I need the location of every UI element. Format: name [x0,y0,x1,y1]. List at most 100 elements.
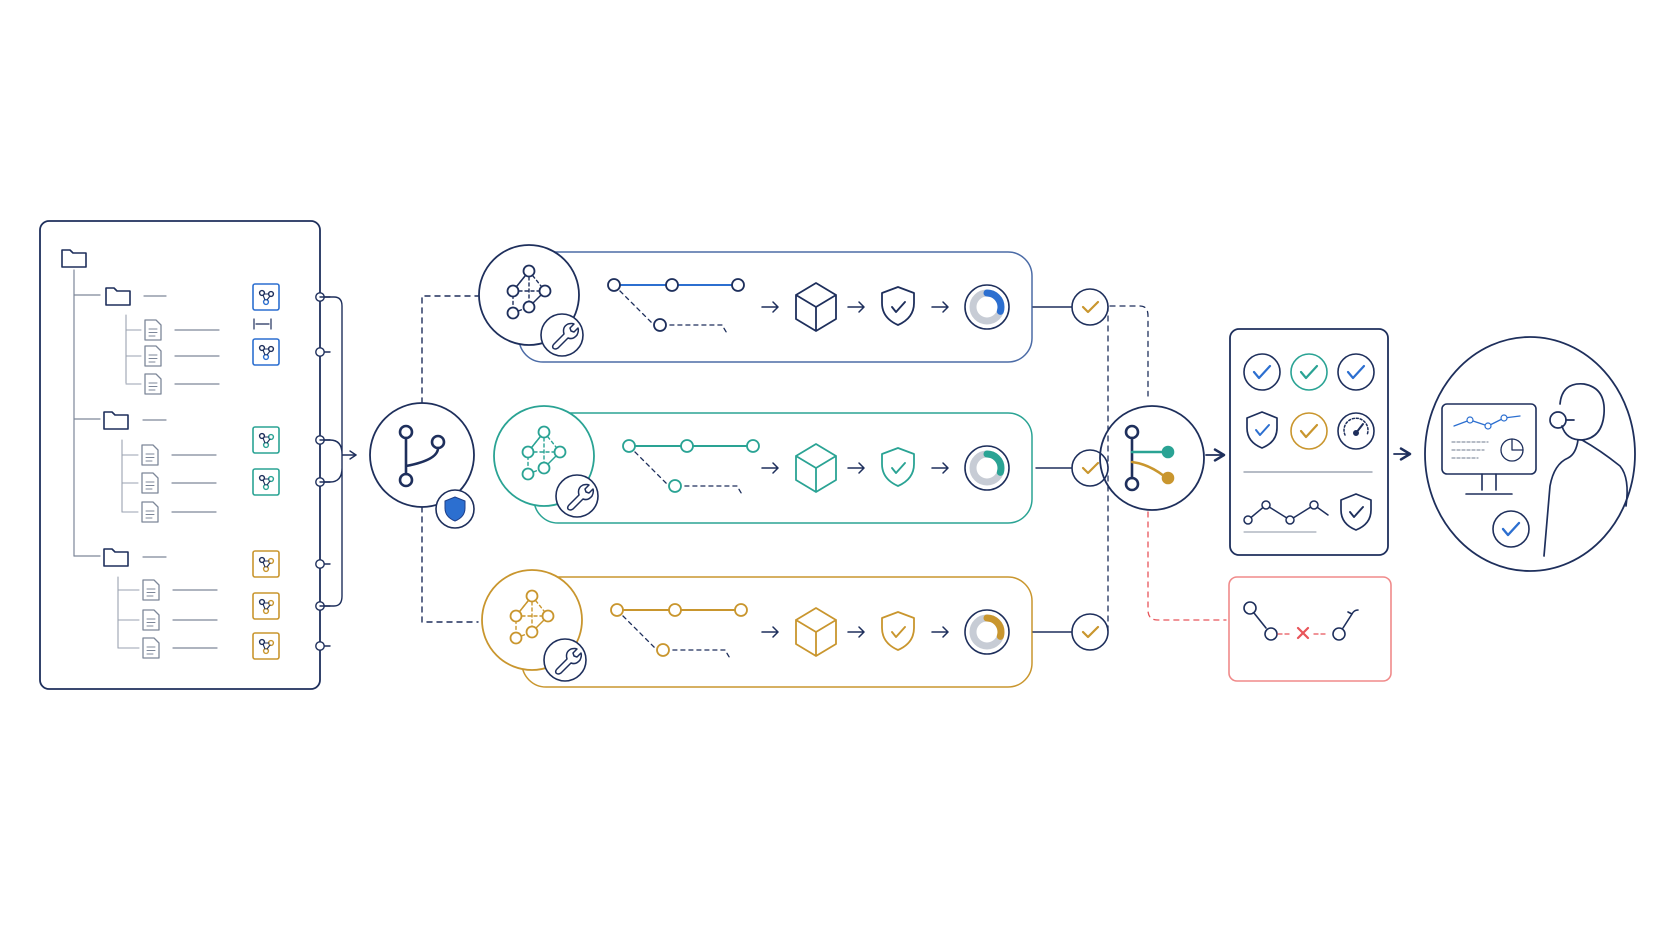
folder-icon [103,548,129,567]
package-cube-icon [795,282,837,332]
service-node-icon [252,632,280,660]
file-icon [144,319,162,341]
service-node-icon [252,338,280,366]
file-icon [142,609,160,631]
service-node-icons [252,283,280,660]
bus-arrow [349,450,357,460]
shield-icon [444,496,466,522]
step-arrow [931,626,949,638]
package-cube-icon [795,607,837,657]
service-node-icon [252,468,280,496]
step-arrow [847,626,865,638]
broken-link-icon [1243,601,1359,641]
repository-panel [39,220,357,690]
pipeline-lane [481,569,1033,688]
shield-check-icon [881,286,915,326]
file-icon [142,637,160,659]
check-icon [1081,461,1100,475]
step-arrow [847,462,865,474]
merge-node [1099,405,1205,511]
pipelines [478,244,1033,688]
wrench-icon [540,313,584,357]
results-panel [1229,328,1389,556]
step-arrow [761,462,779,474]
repository-frame [39,220,321,690]
file-icon [141,472,159,494]
checkpoint [1071,288,1109,326]
shield-check-icon [1340,493,1372,531]
check-icon [1290,412,1328,450]
folder-group-2 [73,411,167,513]
step-arrow [847,301,865,313]
service-node-icon [252,283,280,311]
merge-branch-icon [1124,424,1175,492]
file-rows [117,319,220,659]
check-icon [1081,625,1100,639]
person-icon [1543,383,1628,557]
file-icon [141,501,159,523]
monitoring-user [1424,336,1636,572]
branch-timeline-icon [607,278,745,336]
checkpoint [1071,613,1109,651]
root-folder-icon [61,249,87,268]
service-node-icon [252,592,280,620]
file-icon [144,345,162,367]
shield-check-icon [881,447,915,487]
step-arrow [761,626,779,638]
file-row [121,472,217,494]
monitor-chart-icon [1441,403,1537,495]
file-icon [144,373,162,395]
result-checks [1243,353,1375,450]
gauge-icon [1337,412,1375,450]
check-icon [1243,353,1281,391]
file-row [117,609,218,631]
checkpoints [1071,288,1109,651]
progress-ring-icon [964,284,1010,330]
failure-connector [1147,511,1227,621]
service-node-icon [252,550,280,578]
folder-icon [105,287,131,306]
step-arrow [931,301,949,313]
step-arrow [761,301,779,313]
step-arrow [931,462,949,474]
file-icon [142,579,160,601]
dashed-connector [421,295,479,404]
check-icon [1290,353,1328,391]
wrench-icon [543,638,587,682]
approved-badge [1492,510,1530,548]
check-icon [1337,353,1375,391]
checkpoint [1071,449,1109,487]
link-arrows-icon [253,318,272,330]
branch-timeline-icon [622,439,760,497]
service-node-icon [252,426,280,454]
folder-group-1 [73,287,167,384]
package-cube-icon [795,443,837,493]
check-icon [1081,300,1100,314]
shield-check-icon [1246,411,1278,449]
file-row [117,637,218,659]
check-icon [1501,521,1521,537]
pipeline-lane [478,244,1033,363]
branch-timeline-icon [610,603,748,661]
file-icon [141,444,159,466]
failure-panel [1228,576,1392,682]
trend-line-icon [1243,500,1329,533]
git-branch-icon [398,424,446,488]
file-row [125,373,220,395]
file-row [121,501,217,523]
file-row [125,319,220,341]
progress-ring-icon [964,609,1010,655]
folder-icon [103,411,129,430]
bus-bracket [319,296,357,607]
shield-check-icon [881,611,915,651]
failure-x-icon [1296,626,1310,640]
progress-ring-icon [964,445,1010,491]
file-row [125,345,220,367]
wrench-icon [555,474,599,518]
connector-ports [315,292,325,651]
pipeline-lane-frame [533,412,1033,524]
dashed-connector [421,506,479,623]
pipeline-lane [493,405,1033,524]
